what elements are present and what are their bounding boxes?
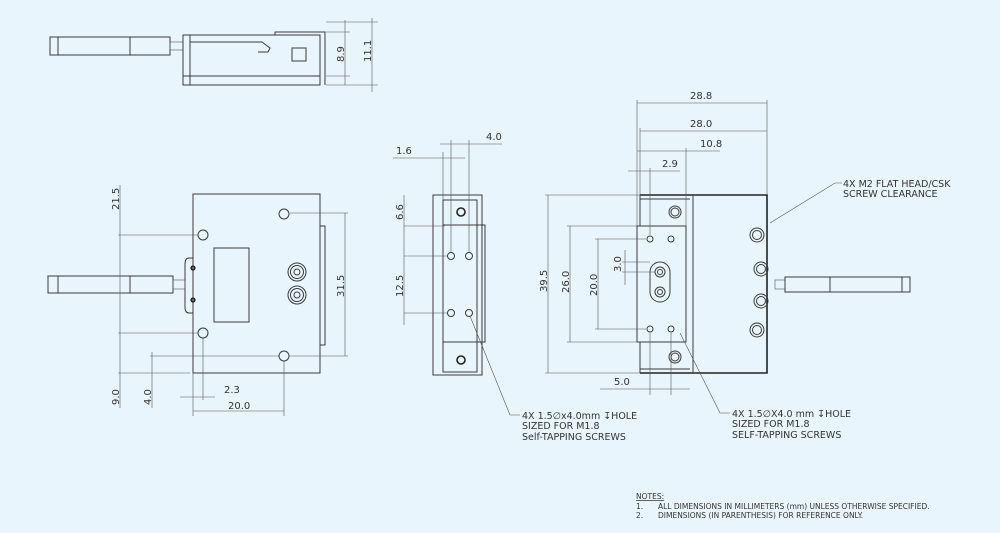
top-view: 8.9 11.1 (49, 18, 378, 92)
dim-12-5: 12.5 (395, 275, 406, 297)
csk-callout: 4X M2 FLAT HEAD/CSK SCREW CLEARANCE (843, 179, 951, 200)
dim-3-0: 3.0 (613, 256, 624, 272)
dim-2-3: 2.3 (224, 385, 240, 396)
window (213, 247, 250, 323)
svg-text:SELF-TAPPING SCREWS: SELF-TAPPING SCREWS (732, 430, 841, 441)
hole-callout: 4X 1.5∅x4.0mm ↧HOLE SIZED FOR M1.8 Self-… (522, 411, 637, 443)
dim-6-6: 6.6 (395, 204, 406, 220)
actuator-rod (49, 36, 171, 56)
actuator-rod (784, 276, 911, 293)
actuator-rod (47, 275, 174, 294)
note-1: ALL DIMENSIONS IN MILLIMETERS (mm) UNLES… (658, 502, 930, 511)
hole-callout: 4X 1.5∅X4.0 mm ↧HOLE SIZED FOR M1.8 SELF… (732, 409, 851, 441)
dim-9-0: 9.0 (111, 389, 122, 405)
dim-31-5: 31.5 (336, 275, 347, 297)
dim-26-0: 26.0 (561, 271, 572, 293)
stage-body (192, 193, 321, 374)
svg-text:4X 1.5∅X4.0 mm ↧HOLE: 4X 1.5∅X4.0 mm ↧HOLE (732, 409, 851, 420)
dim-28-8: 28.8 (690, 91, 712, 102)
svg-text:Self-TAPPING SCREWS: Self-TAPPING SCREWS (522, 432, 626, 443)
dim-20-0: 20.0 (589, 274, 600, 296)
dim-2-9: 2.9 (662, 159, 678, 170)
note-2: DIMENSIONS (IN PARENTHESIS) FOR REFERENC… (658, 511, 863, 520)
notes-title: NOTES: (636, 492, 664, 501)
dim-21-5: 21.5 (111, 188, 122, 210)
svg-text:4X 1.5∅x4.0mm ↧HOLE: 4X 1.5∅x4.0mm ↧HOLE (522, 411, 637, 422)
svg-text:SCREW CLEARANCE: SCREW CLEARANCE (843, 189, 938, 200)
dim-11-1: 11.1 (363, 40, 374, 62)
rear-view: 28.8 28.0 10.8 2.9 39.5 26.0 20.0 3.0 5.… (539, 91, 951, 441)
side-view: 1.6 4.0 6.6 12.5 4X 1.5∅x4.0mm ↧HOLE SIZ… (393, 132, 637, 443)
dim-20-0: 20.0 (228, 401, 250, 412)
dim-5-0: 5.0 (614, 377, 630, 388)
front-view: 21.5 31.5 9.0 4.0 2.3 20.0 (47, 185, 348, 416)
svg-text:SIZED FOR M1.8: SIZED FOR M1.8 (522, 421, 600, 432)
svg-text:2.: 2. (636, 511, 643, 520)
svg-text:4X M2 FLAT HEAD/CSK: 4X M2 FLAT HEAD/CSK (843, 179, 951, 190)
notes: NOTES: 1. ALL DIMENSIONS IN MILLIMETERS … (636, 492, 930, 520)
dim-4-0: 4.0 (486, 132, 502, 143)
dim-39-5: 39.5 (539, 270, 550, 292)
stage-body (182, 34, 321, 86)
dim-1-6: 1.6 (396, 146, 412, 157)
dim-8-9: 8.9 (336, 46, 347, 62)
svg-text:SIZED FOR M1.8: SIZED FOR M1.8 (732, 419, 810, 430)
dim-10-8: 10.8 (700, 139, 722, 150)
dim-4-0: 4.0 (143, 389, 154, 405)
svg-text:1.: 1. (636, 502, 643, 511)
dim-28-0: 28.0 (690, 119, 712, 130)
